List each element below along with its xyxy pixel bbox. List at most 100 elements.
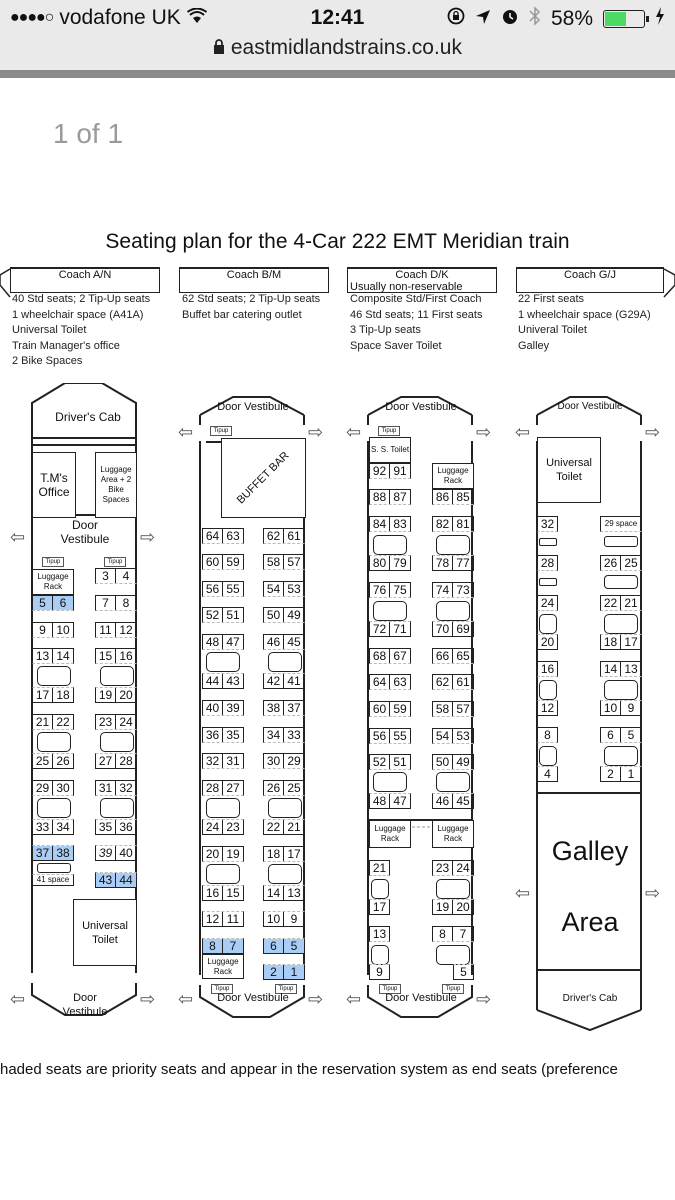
priority-seat[interactable]: 5 [284,939,304,953]
seat[interactable]: 63 [226,529,240,543]
seat[interactable]: 78 [433,556,453,570]
seat[interactable]: 79 [393,556,407,570]
seat[interactable]: 12 [203,912,223,926]
seat[interactable]: 47 [393,794,407,808]
seat[interactable]: 12 [540,701,555,715]
seat[interactable]: 9 [376,965,383,979]
tipup-seat[interactable]: Tipup [379,984,401,994]
seat[interactable]: 68 [370,649,390,663]
seat[interactable]: 82 [433,517,453,531]
seat[interactable]: 2 [601,767,621,781]
priority-seat[interactable]: 2 [264,965,284,979]
seat[interactable]: 55 [393,729,407,743]
seat[interactable]: 10 [56,623,70,637]
seat[interactable]: 32 [540,517,555,531]
seat[interactable]: 22 [601,596,621,610]
seat[interactable]: 13 [624,662,638,676]
seat[interactable]: 67 [393,649,407,663]
seat[interactable]: 28 [119,754,133,768]
seat[interactable]: 9 [33,623,53,637]
seat[interactable]: 16 [203,886,223,900]
seat[interactable]: 63 [393,675,407,689]
priority-seat[interactable]: 38 [53,846,73,860]
seat[interactable]: 87 [393,490,407,504]
seat[interactable]: 53 [456,729,470,743]
seat[interactable]: 84 [370,517,390,531]
seat[interactable]: 7 [96,596,116,610]
seat[interactable]: 18 [56,688,70,702]
priority-seat[interactable]: 1 [284,965,304,979]
seat[interactable]: 20 [540,635,555,649]
seat[interactable]: 64 [203,529,223,543]
seat[interactable]: 17 [372,900,387,914]
seat[interactable]: 35 [226,728,240,742]
seat[interactable]: 31 [96,781,116,795]
seat[interactable]: 88 [370,490,390,504]
seat[interactable]: 24 [540,596,555,610]
seat[interactable]: 36 [203,728,223,742]
seat[interactable]: 35 [96,820,116,834]
seat[interactable]: 50 [433,755,453,769]
seat[interactable]: 49 [456,755,470,769]
seat[interactable]: 22 [56,715,70,729]
seat[interactable]: 20 [203,847,223,861]
seat[interactable]: 39 [96,846,116,860]
seat[interactable]: 74 [433,583,453,597]
tipup-seat[interactable]: Tipup [442,984,464,994]
wheelchair-space[interactable]: 29 space [604,519,638,528]
seat[interactable]: 13 [33,649,53,663]
tipup-seat[interactable]: Tipup [210,426,232,436]
seat[interactable]: 7 [459,927,467,941]
seat[interactable]: 58 [264,555,284,569]
seat[interactable]: 26 [56,754,70,768]
seat[interactable]: 14 [264,886,284,900]
seat[interactable]: 14 [601,662,621,676]
seat[interactable]: 71 [393,622,407,636]
seat[interactable]: 81 [456,517,470,531]
seat[interactable]: 50 [264,608,284,622]
seat[interactable]: 15 [96,649,116,663]
seat[interactable]: 24 [203,820,223,834]
seat[interactable]: 73 [456,583,470,597]
seat[interactable]: 5 [460,965,467,979]
seat[interactable]: 51 [226,608,240,622]
seat[interactable]: 36 [119,820,133,834]
seat[interactable]: 92 [370,464,390,478]
seat[interactable]: 17 [287,847,301,861]
seat[interactable]: 29 [287,754,301,768]
seat[interactable]: 52 [370,755,390,769]
seat[interactable]: 58 [433,702,453,716]
seat[interactable]: 29 [33,781,53,795]
seat[interactable]: 54 [433,729,453,743]
priority-seat[interactable]: 37 [33,846,53,860]
seat[interactable]: 13 [287,886,301,900]
seat[interactable]: 42 [264,674,284,688]
seat[interactable]: 9 [627,701,635,715]
seat[interactable]: 32 [203,754,223,768]
seat[interactable]: 64 [370,675,390,689]
seat[interactable]: 56 [203,582,223,596]
seat[interactable]: 37 [287,701,301,715]
seat[interactable]: 86 [433,490,453,504]
seat[interactable]: 72 [370,622,390,636]
address-bar[interactable]: eastmidlandstrains.co.uk [0,36,675,60]
seat[interactable]: 61 [287,529,301,543]
seat[interactable]: 21 [287,820,301,834]
tipup-seat[interactable]: Tipup [378,426,400,436]
seat[interactable]: 33 [287,728,301,742]
seat[interactable]: 45 [287,635,301,649]
seat[interactable]: 19 [433,900,453,914]
seat[interactable]: 27 [96,754,116,768]
priority-seat[interactable]: 8 [203,939,223,953]
seat[interactable]: 45 [456,794,470,808]
seat[interactable]: 23 [96,715,116,729]
seat[interactable]: 47 [226,635,240,649]
seat[interactable]: 6 [601,728,621,742]
seat[interactable]: 20 [119,688,133,702]
seat[interactable]: 10 [601,701,621,715]
seat[interactable]: 28 [540,556,555,570]
seat[interactable]: 75 [393,583,407,597]
seat[interactable]: 62 [264,529,284,543]
seat[interactable]: 18 [601,635,621,649]
seat[interactable]: 17 [624,635,638,649]
